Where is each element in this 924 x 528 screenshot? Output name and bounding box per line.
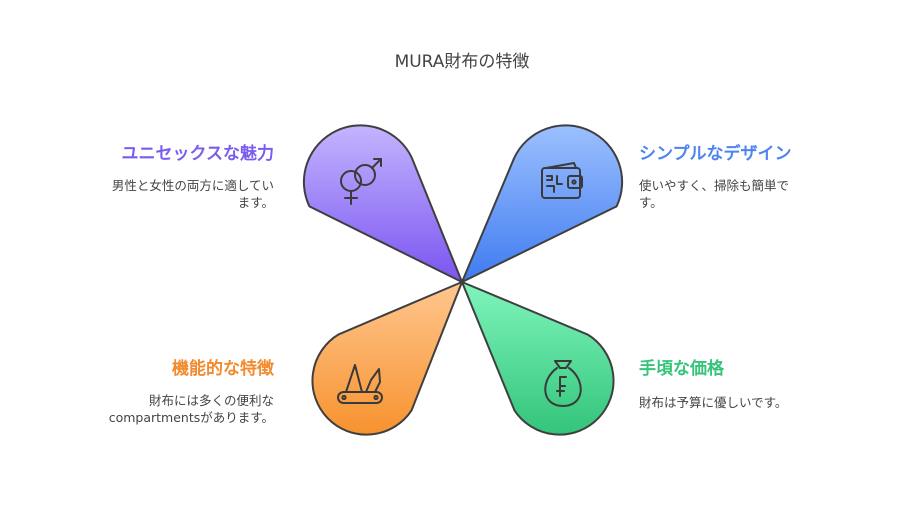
multitool-icon bbox=[337, 364, 383, 404]
money-bag-icon bbox=[544, 360, 582, 407]
page-title: MURA財布の特徴 bbox=[394, 52, 530, 72]
gender-icon bbox=[340, 158, 382, 205]
desc-unisex: 男性と女性の両方に適してい ます。 bbox=[111, 178, 274, 210]
heading-unisex: ユニセックスな魅力 bbox=[121, 144, 275, 164]
petal-simple-design bbox=[461, 124, 624, 283]
desc-functional: 財布には多くの便利な compartmentsがあります。 bbox=[108, 393, 274, 425]
desc-simple-design: 使いやすく、掃除も簡単で す。 bbox=[639, 178, 790, 210]
heading-simple-design: シンプルなデザイン bbox=[639, 144, 792, 164]
heading-affordable: 手頃な価格 bbox=[639, 359, 724, 379]
petal-functional bbox=[311, 281, 463, 436]
heading-functional: 機能的な特徴 bbox=[172, 359, 274, 379]
petal-affordable bbox=[461, 281, 615, 436]
wallet-icon bbox=[541, 162, 583, 199]
petal-unisex bbox=[302, 124, 463, 283]
desc-affordable: 財布は予算に優しいです。 bbox=[639, 395, 788, 410]
